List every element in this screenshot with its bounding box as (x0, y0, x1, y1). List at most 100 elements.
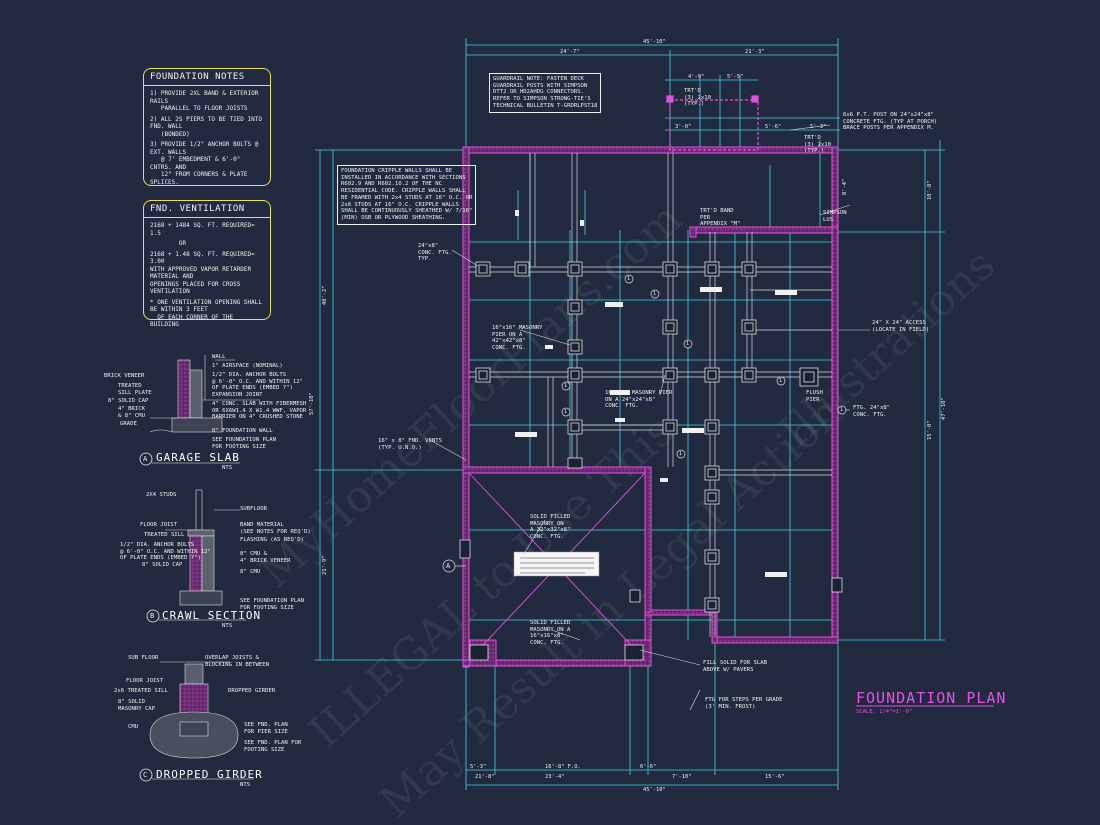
guardrail-note: GUARDRAIL NOTE: FASTEN DECK GUARDRAIL PO… (489, 73, 602, 113)
cs-label-flashing: FLASHING (AS REQ'D) (240, 537, 304, 543)
gs-label-slab: 4" CONC. SLAB WITH FIBERMESH OR 6X6W1.4 … (212, 401, 307, 421)
garage-slab-title: GARAGE SLAB (156, 451, 240, 464)
ventilation-line-1: 2168 + 1484 SQ. FT. REQUIRED= 1.5 (150, 222, 255, 237)
cs-label-band: BAND MATERIAL (SEE NOTES FOR REQ'D) (240, 522, 311, 535)
ventilation-title: FND. VENTILATION (144, 203, 270, 219)
plan-marker-1b: 1 (653, 291, 657, 297)
flush-pier-note: FLUSH PIER (806, 390, 823, 403)
vent-note: 16" x 8" FND. VENTS (TYP. U.N.O.) (378, 438, 442, 451)
plan-marker-1a: 1 (627, 276, 631, 282)
gs-label-sill: TREATED SILL PLATE (118, 383, 152, 396)
dim-right-1: 10'-8" (927, 180, 933, 200)
trtd-2x10-note-right: TRT'D (3) 2x10 (TYP.) (804, 135, 831, 155)
piers (459, 261, 843, 661)
dg-label-overlap: OVERLAP JOISTS & BLOCKING IN BETWEEN (205, 655, 269, 668)
foundation-notes-box: FOUNDATION NOTES 1) PROVIDE 2XL BAND & E… (143, 68, 271, 186)
dim-top-deck-2: 5'-5" (727, 74, 744, 80)
solid-masonry-note-32: SOLID FILLED MASONRY ON A 32"x32"x8" CON… (530, 514, 571, 541)
plan-marker-a: A (446, 562, 451, 570)
footing-note: FTG. 24"x8" CONC. FTG. (853, 405, 891, 418)
gs-label-fnd-wall: 8" FOUNDATION WALL (212, 428, 273, 434)
dropped-girder-marker: C (143, 771, 148, 779)
dg-label-cmu: CMU (128, 724, 139, 730)
ventilation-line-3: 2168 + 1.48 SQ. FT. REQUIRED= 3.00 WITH … (150, 250, 255, 296)
ventilation-line-2: OR (150, 240, 187, 248)
dropped-girder-title: DROPPED GIRDER (156, 768, 263, 781)
dg-label-sill: 2x6 TREATED SILL (114, 688, 168, 694)
gs-label-cap: 8" SOLID CAP (108, 398, 149, 404)
foundation-notes-title: FOUNDATION NOTES (144, 71, 270, 87)
gs-label-expansion: EXPANSION JOINT (212, 392, 263, 398)
dim-top-left: 24'-7" (560, 49, 580, 55)
dim-top-deck-5: 5'-3" (810, 124, 827, 130)
dropped-girder-scale: NTS (240, 782, 251, 788)
dim-bottom-2: 21'-8" (475, 774, 495, 780)
cs-label-subfloor: SUBFLOOR (240, 506, 267, 512)
foundation-note-1: 1) PROVIDE 2XL BAND & EXTERIOR RAILS PAR… (150, 90, 259, 113)
dim-bottom-4: 7'-10" (672, 774, 692, 780)
dim-right-2: 15'-0" (927, 420, 933, 440)
vent-tags (515, 210, 797, 577)
dim-top-right: 21'-3" (745, 49, 765, 55)
crawl-section-marker: B (150, 612, 155, 620)
dim-bottom-3: 16'-8" F.O. (545, 764, 581, 770)
detail-marker-a (139, 452, 153, 466)
dim-bottom-5: 6'-6" (640, 764, 657, 770)
foundation-note-2: 2) ALL 2S PIERS TO BE TIED INTO FND. WAL… (150, 115, 262, 138)
ventilation-line-4: * ONE VENTILATION OPENING SHALL BE WITHI… (150, 298, 262, 329)
plan-marker-1g: 1 (779, 378, 783, 384)
cs-label-cmu: 8" CMU (240, 569, 261, 575)
simpson-note: SIMPSON LUS (823, 210, 847, 223)
dim-left-2: 57'-10" (309, 392, 315, 415)
dim-top-deck-4: 5'-6" (765, 124, 782, 130)
gs-label-wall: WALL (212, 354, 226, 360)
leader-lines (429, 124, 870, 711)
cs-label-sill: TREATED SILL (144, 532, 185, 538)
dim-bottom-7: 15'-6" (765, 774, 785, 780)
plan-marker-1f: 1 (686, 341, 690, 347)
cripple-wall-note: FOUNDATION CRIPPLE WALLS SHALL BE INSTAL… (337, 165, 477, 225)
dim-right-3: 8'-4" (842, 178, 848, 195)
garage-slab-detail (149, 355, 260, 433)
plan-scale: SCALE: 1/4"=1'-0" (856, 709, 913, 715)
masonry-pier-note-24: 16"x16" MASONRY PIER ON A 24"x24"x8" CON… (605, 390, 673, 410)
dim-top-deck-1: 4'-9" (688, 74, 705, 80)
access-note: 24" X 24" ACCESS (LOCATE IN FIELD) (872, 320, 930, 333)
plan-markers (442, 274, 847, 573)
steps-footing-note: FTG FOR STEPS PER GRADE (3' MIN. FROST) (705, 697, 783, 710)
dim-top-deck-3: 3'-0" (675, 124, 692, 130)
cs-label-anchor: 1/2" DIA. ANCHOR BOLTS @ 6'-0" O.C. AND … (120, 542, 211, 562)
garage-slab-note-box (513, 551, 600, 577)
trtd-2x10-note-left: TRT'D (3) 2x10 (TYP.) (684, 88, 711, 108)
solid-masonry-note-16: SOLID FILLED MASONRY ON A 16"x16"x8" CON… (530, 620, 571, 647)
dg-label-pier: SEE FND. PLAN FOR PIER SIZE (244, 722, 288, 735)
dim-left-3: 21'-9" (322, 555, 328, 575)
gs-label-grade: GRADE (120, 421, 137, 427)
dim-top-overall: 45'-10" (643, 39, 666, 45)
dim-bottom-overall: 45'-10" (643, 787, 666, 793)
gs-label-cmu: 4" BRICK & 8" CMU (118, 406, 145, 419)
cs-label-studs: 2X4 STUDS (146, 492, 177, 498)
dg-label-joist: FLOOR JOIST (126, 678, 164, 684)
garage-slab-marker: A (143, 455, 148, 463)
dg-label-cap: 8" SOLID MASONRY CAP (118, 699, 156, 712)
cs-label-cap: 8" SOLID CAP (142, 562, 183, 568)
dim-right-overall: 47'-10" (941, 397, 947, 420)
ventilation-box: FND. VENTILATION 2168 + 1484 SQ. FT. REQ… (143, 200, 271, 328)
dim-bottom-6: 23'-4" (545, 774, 565, 780)
plan-marker-1h: 1 (840, 407, 844, 413)
dim-bottom-1: 5'-3" (470, 764, 487, 770)
dropped-girder-detail (149, 661, 239, 759)
plan-marker-1c: 1 (564, 383, 568, 389)
conc-ftg-note: 24"x8" CONC. FTG. TYP. (418, 243, 452, 263)
detail-marker-b (146, 609, 160, 623)
crawl-section-detail (165, 489, 240, 606)
detail-marker-c (139, 768, 153, 782)
plan-marker-1d: 1 (564, 409, 568, 415)
cs-label-cmu-brick: 8" CMU & 4" BRICK VENEER (240, 551, 291, 564)
crawl-section-title: CRAWL SECTION (162, 609, 262, 622)
fill-slab-note: FILL SOLID FOR SLAB ABOVE W/ PAVERS (703, 660, 767, 673)
deck-outline (666, 95, 759, 151)
dim-left-1: 40'-2" (322, 285, 328, 305)
